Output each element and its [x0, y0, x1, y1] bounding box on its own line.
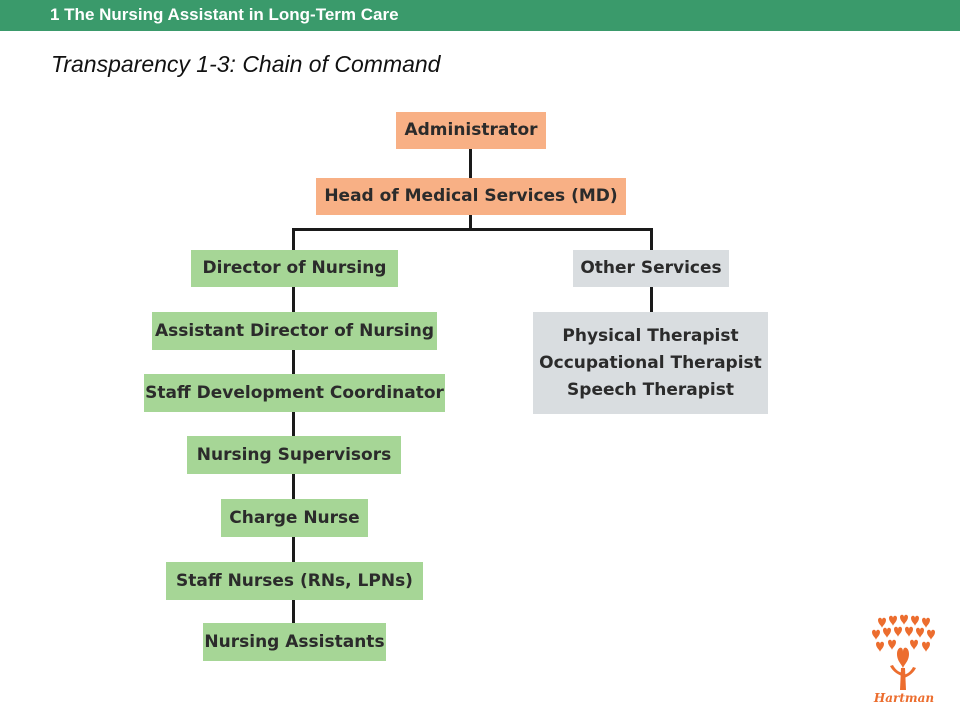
heart-tree-icon — [872, 614, 935, 690]
logo-wordmark: Hartman — [873, 691, 935, 705]
connector-right-branch — [650, 228, 653, 250]
connector-left-branch — [292, 228, 295, 250]
node-nursing-supervisors: Nursing Supervisors — [187, 436, 401, 474]
node-charge-nurse: Charge Nurse — [221, 499, 368, 537]
node-head-of-medical-services: Head of Medical Services (MD) — [316, 178, 626, 215]
connector-md-down — [469, 214, 472, 230]
node-other-services: Other Services — [573, 250, 729, 287]
node-therapists: Physical Therapist Occupational Therapis… — [533, 312, 768, 414]
node-nursing-assistants: Nursing Assistants — [203, 623, 386, 661]
connector-horizontal-split — [292, 228, 653, 231]
section-title: 1 The Nursing Assistant in Long-Term Car… — [50, 5, 399, 24]
node-assistant-director-of-nursing: Assistant Director of Nursing — [152, 312, 437, 350]
slide-title: Transparency 1-3: Chain of Command — [51, 51, 441, 77]
therapist-physical: Physical Therapist — [562, 325, 739, 346]
therapist-speech: Speech Therapist — [567, 379, 734, 400]
header-bar: 1 The Nursing Assistant in Long-Term Car… — [0, 0, 960, 31]
node-staff-development-coordinator: Staff Development Coordinator — [144, 374, 445, 412]
therapist-occupational: Occupational Therapist — [539, 352, 762, 373]
node-director-of-nursing: Director of Nursing — [191, 250, 398, 287]
connector-other-to-therapists — [650, 287, 653, 312]
node-administrator: Administrator — [396, 112, 546, 149]
connector-admin-to-md — [469, 149, 472, 178]
node-staff-nurses: Staff Nurses (RNs, LPNs) — [166, 562, 423, 600]
